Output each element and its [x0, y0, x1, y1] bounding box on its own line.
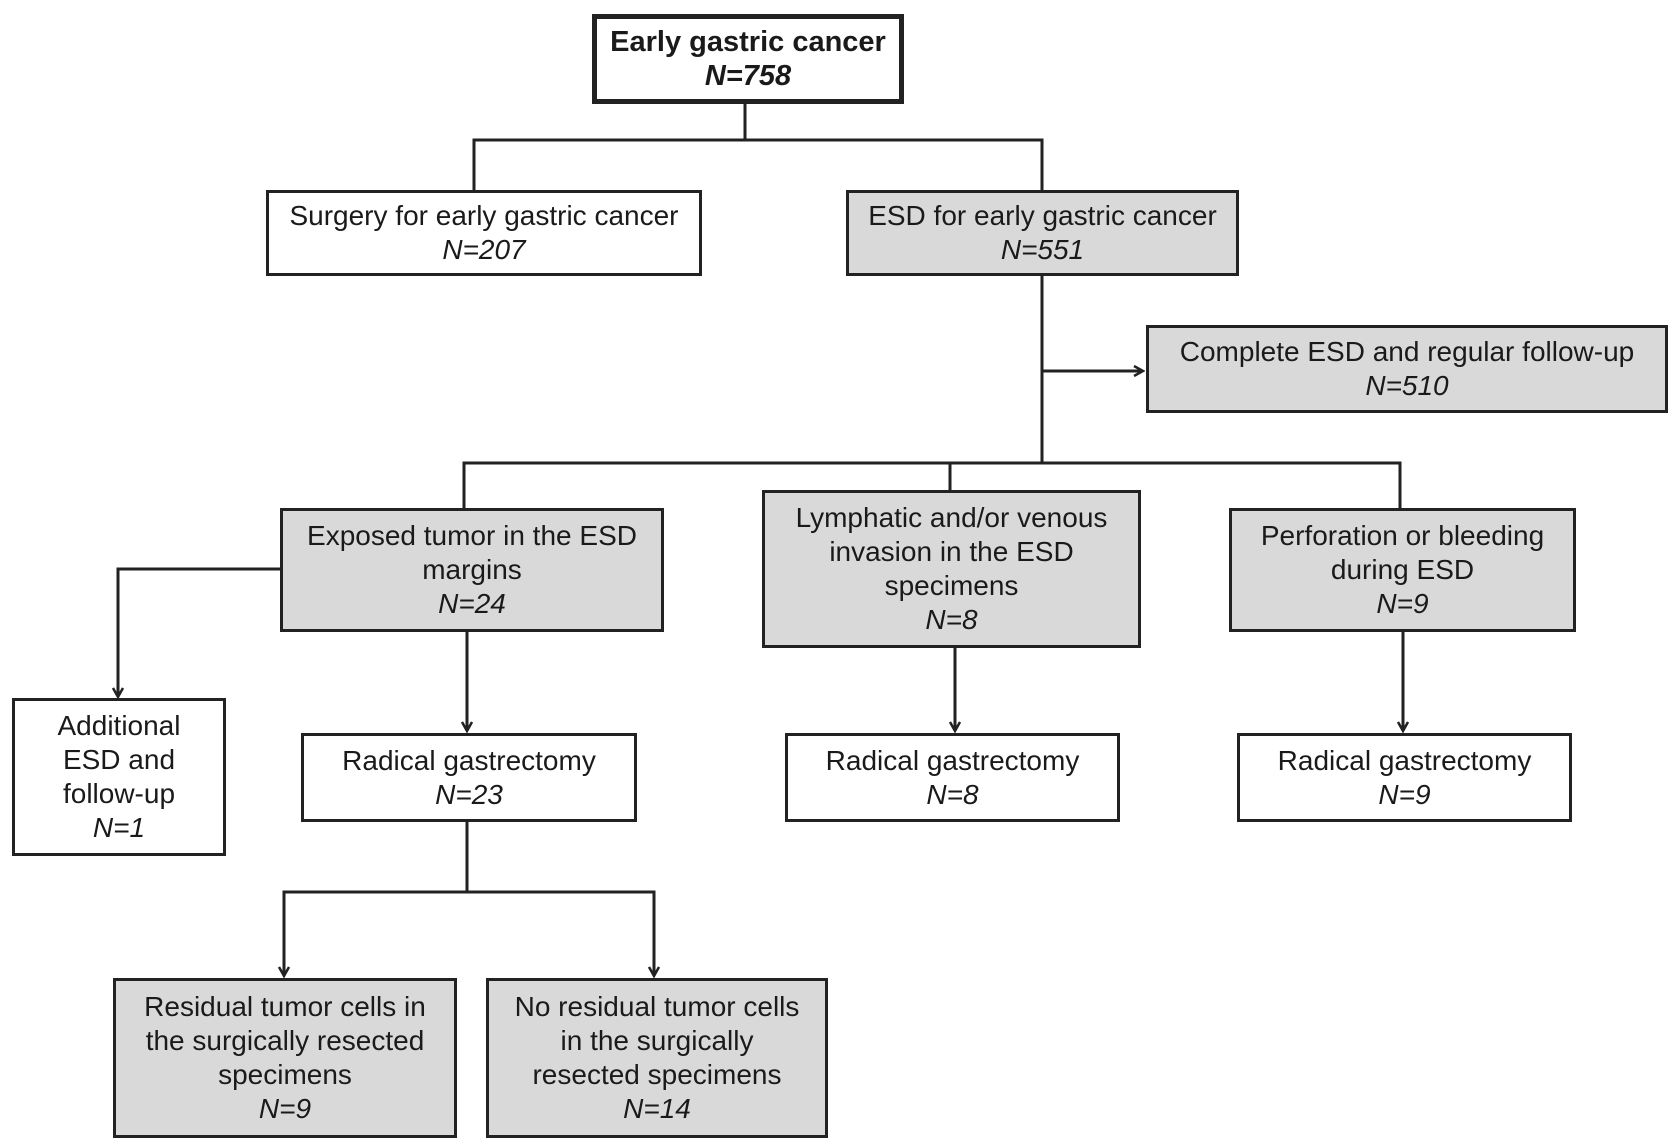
node-radical-gastrectomy-2: Radical gastrectomy N=8 [785, 733, 1120, 822]
connector-esd-branches [462, 461, 1402, 508]
node-esd: ESD for early gastric cancer N=551 [846, 190, 1239, 276]
node-radical-gastrectomy-3: Radical gastrectomy N=9 [1237, 733, 1572, 822]
node-count: N=9 [1378, 778, 1431, 810]
connector-root-branches [472, 138, 1044, 190]
node-lymphatic-invasion: Lymphatic and/or venous invasion in the … [762, 490, 1141, 648]
node-additional-esd: Additional ESD and follow-up N=1 [12, 698, 226, 856]
node-count: N=758 [704, 60, 792, 92]
arrow-to-additional [118, 567, 281, 697]
node-residual-tumor: Residual tumor cells in the surgically r… [113, 978, 457, 1138]
node-label: Residual tumor cells in the surgically r… [144, 991, 426, 1090]
node-count: N=551 [1000, 234, 1085, 265]
node-label: Radical gastrectomy [342, 744, 596, 776]
node-label: Radical gastrectomy [1277, 744, 1532, 776]
node-no-residual-tumor: No residual tumor cells in the surgicall… [486, 978, 828, 1138]
node-label: Lymphatic and/or venous invasion in the … [795, 502, 1108, 601]
node-label: Complete ESD and regular follow-up [1179, 336, 1635, 367]
node-count: N=510 [1365, 370, 1449, 401]
node-count: N=23 [435, 778, 503, 810]
node-count: N=24 [438, 588, 506, 619]
node-exposed-tumor: Exposed tumor in the ESD margins N=24 [280, 508, 664, 632]
arrow-to-noresidual [467, 890, 654, 976]
node-label: Surgery for early gastric cancer [289, 200, 679, 231]
node-label: No residual tumor cells in the surgicall… [514, 991, 800, 1090]
node-surgery: Surgery for early gastric cancer N=207 [266, 190, 702, 276]
node-early-gastric-cancer: Early gastric cancer N=758 [592, 14, 904, 104]
node-label: Perforation or bleeding during ESD [1260, 520, 1545, 585]
node-label: Exposed tumor in the ESD margins [307, 520, 637, 585]
node-complete-esd: Complete ESD and regular follow-up N=510 [1146, 325, 1668, 413]
node-count: N=8 [925, 604, 978, 635]
node-label: Additional ESD and follow-up [57, 710, 181, 809]
node-label: Early gastric cancer [610, 26, 886, 58]
node-count: N=1 [92, 812, 146, 843]
node-radical-gastrectomy-1: Radical gastrectomy N=23 [301, 733, 637, 822]
node-count: N=8 [926, 778, 979, 810]
node-count: N=14 [623, 1093, 691, 1124]
node-label: Radical gastrectomy [825, 744, 1080, 776]
node-count: N=9 [1376, 588, 1429, 619]
node-label: ESD for early gastric cancer [868, 200, 1217, 231]
node-count: N=9 [258, 1093, 312, 1124]
arrow-to-residual [284, 890, 467, 976]
node-count: N=207 [442, 234, 526, 265]
node-perforation: Perforation or bleeding during ESD N=9 [1229, 508, 1576, 632]
